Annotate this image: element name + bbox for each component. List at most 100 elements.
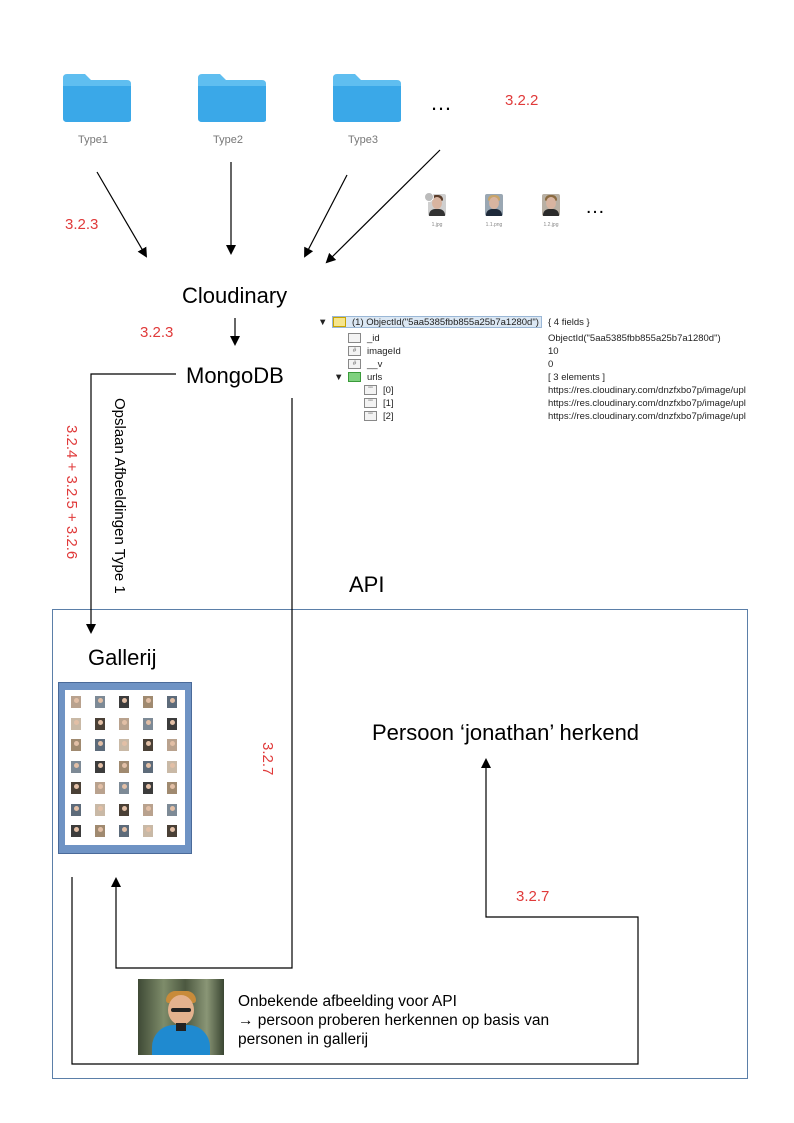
caption-line: personen in gallerij	[238, 1031, 369, 1048]
gallery-thumbnail[interactable]	[119, 717, 129, 730]
tree-row-v[interactable]: # __v	[348, 358, 382, 371]
tree-value: 10	[548, 346, 559, 357]
tree-value: https://res.cloudinary.com/dnzfxbo7p/ima…	[548, 385, 746, 396]
gallery-thumbnail[interactable]	[95, 782, 105, 794]
caption-line: Onbekende afbeelding voor API	[238, 993, 457, 1010]
tree-row-root[interactable]: (1) ObjectId("5aa5385fbb855a25b7a1280d")	[332, 316, 542, 328]
image-file[interactable]: 1.jpg	[422, 192, 452, 232]
gallery-thumbnail[interactable]	[119, 782, 129, 794]
tree-key: (1) ObjectId("5aa5385fbb855a25b7a1280d")	[352, 317, 539, 328]
folder-icon	[63, 74, 131, 122]
folder-icon	[198, 74, 266, 122]
gallery-thumbnail[interactable]	[143, 825, 153, 837]
gallery-thumbnail[interactable]	[143, 782, 153, 794]
mongodb-node: MongoDB	[186, 363, 284, 388]
caption-line: → persoon proberen herkennen op basis va…	[238, 1012, 550, 1029]
gallery-thumbnail[interactable]	[143, 717, 153, 730]
tree-row-url1[interactable]: ""[1]	[364, 397, 394, 410]
arrow-type1-cloudinary	[96, 171, 148, 258]
gallery-thumbnail[interactable]	[71, 739, 81, 751]
tree-key: urls	[367, 372, 383, 383]
gallery-grid	[65, 690, 185, 845]
array-icon	[348, 372, 361, 383]
tree-key: imageId	[367, 346, 401, 357]
tree-row-url0[interactable]: ""[0]	[364, 384, 394, 397]
tree-row-imageid[interactable]: #imageId	[348, 345, 401, 358]
folder-type1[interactable]: Type1	[55, 68, 145, 148]
tree-value: { 4 fields }	[548, 317, 590, 328]
gallery-thumbnail[interactable]	[95, 739, 105, 751]
object-icon	[333, 317, 346, 328]
photo-thumbnail	[485, 194, 503, 216]
ref-label: 3.2.3	[65, 216, 99, 233]
image-caption: 1.2.jpg	[543, 222, 559, 228]
gallery-thumbnail[interactable]	[119, 803, 129, 816]
gallery-thumbnail[interactable]	[143, 739, 153, 751]
folder-label: Type3	[348, 134, 378, 146]
image-file[interactable]: 1.2.jpg	[536, 192, 566, 232]
gallery-thumbnail[interactable]	[119, 696, 129, 708]
tree-row-id[interactable]: _id	[348, 332, 380, 345]
gallery-thumbnail[interactable]	[167, 782, 177, 794]
gallery-thumbnail[interactable]	[143, 760, 153, 773]
gallery-thumbnail[interactable]	[71, 717, 81, 730]
gallery-thumbnail[interactable]	[71, 760, 81, 773]
tree-key: _id	[367, 333, 380, 344]
tree-value: https://res.cloudinary.com/dnzfxbo7p/ima…	[548, 398, 746, 409]
gallery-thumbnail[interactable]	[143, 803, 153, 816]
cloudinary-node: Cloudinary	[182, 283, 288, 308]
image-ellipsis: …	[585, 196, 605, 218]
mongo-document-tree: ▼ (1) ObjectId("5aa5385fbb855a25b7a1280d…	[318, 316, 746, 426]
gallery-thumbnail[interactable]	[95, 760, 105, 773]
gallery-thumbnail[interactable]	[119, 760, 129, 773]
gallery-thumbnail[interactable]	[71, 803, 81, 816]
image-caption: 1.1.png	[485, 222, 503, 228]
tree-row-urls[interactable]: urls	[348, 371, 382, 384]
result-label: Persoon ‘jonathan’ herkend	[372, 720, 640, 745]
gallery-thumbnail[interactable]	[95, 717, 105, 730]
gallery-thumbnail[interactable]	[95, 696, 105, 708]
string-icon: ""	[364, 411, 377, 422]
gallery-thumbnail[interactable]	[71, 696, 81, 708]
arrow-more-cloudinary	[325, 149, 441, 264]
folder-type2[interactable]: Type2	[190, 68, 280, 148]
api-title: API	[349, 572, 385, 597]
arrow-photo-result	[71, 758, 639, 1065]
tree-key: __v	[367, 359, 383, 370]
gallery-thumbnail[interactable]	[143, 696, 153, 708]
folder-type3[interactable]: Type3	[325, 68, 415, 148]
field-icon	[348, 333, 361, 344]
gallery-thumbnail[interactable]	[95, 825, 105, 837]
image-file[interactable]: 1.1.png	[479, 192, 509, 232]
gallery-thumbnail[interactable]	[167, 696, 177, 708]
gallery-thumbnail[interactable]	[71, 782, 81, 794]
string-icon: ""	[364, 398, 377, 409]
gallery-thumbnail[interactable]	[95, 803, 105, 816]
folder-label: Type1	[78, 134, 108, 146]
photo-caption: Onbekende afbeelding voor API → persoon …	[238, 992, 549, 1049]
unknown-photo	[138, 979, 224, 1055]
gallery-window[interactable]	[58, 682, 192, 854]
gallery-thumbnail[interactable]	[167, 717, 177, 730]
gallery-thumbnail[interactable]	[119, 825, 129, 837]
expand-icon[interactable]: ▼	[334, 372, 344, 383]
tree-value: ObjectId("5aa5385fbb855a25b7a1280d")	[548, 333, 721, 344]
image-caption: 1.jpg	[431, 222, 443, 228]
gallery-title: Gallerij	[88, 645, 157, 670]
gallery-thumbnail[interactable]	[167, 803, 177, 816]
tree-key: [2]	[383, 411, 394, 422]
string-icon: ""	[364, 385, 377, 396]
gallery-thumbnail[interactable]	[71, 825, 81, 837]
arrow-mongodb-loop	[111, 398, 293, 969]
tree-row-url2[interactable]: "" [2]	[364, 410, 394, 423]
gallery-thumbnail[interactable]	[167, 825, 177, 837]
expand-icon[interactable]: ▼	[318, 317, 328, 328]
number-icon: #	[348, 359, 361, 370]
gallery-thumbnail[interactable]	[119, 739, 129, 751]
gallery-thumbnail[interactable]	[167, 760, 177, 773]
tree-value: https://res.cloudinary.com/dnzfxbo7p/ima…	[548, 411, 746, 422]
ref-label: 3.2.7	[516, 888, 550, 905]
api-box	[52, 609, 748, 1079]
gallery-thumbnail[interactable]	[167, 739, 177, 751]
